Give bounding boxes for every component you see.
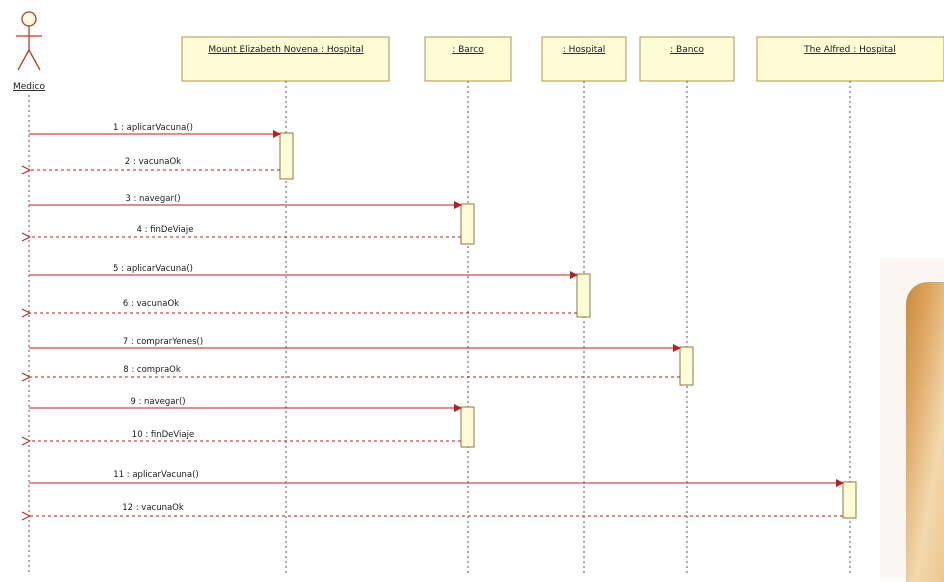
- message-label: 2 : vacunaOk: [125, 157, 181, 167]
- message-label: 3 : navegar(): [125, 194, 180, 204]
- participant-label: The Alfred : Hospital: [803, 45, 896, 55]
- message-label: 1 : aplicarVacuna(): [113, 123, 193, 133]
- participant-mount-elizabeth[interactable]: Mount Elizabeth Novena : Hospital: [181, 36, 390, 82]
- message-3[interactable]: 3 : navegar(): [29, 194, 462, 209]
- message-1[interactable]: 1 : aplicarVacuna(): [29, 123, 281, 138]
- actor-medico[interactable]: Medico: [13, 11, 45, 92]
- message-7[interactable]: 7 : comprarYenes(): [29, 337, 681, 352]
- activation-bar: [279, 132, 294, 180]
- message-9[interactable]: 9 : navegar(): [29, 397, 462, 412]
- cropped-photo: [880, 258, 944, 582]
- message-12[interactable]: 12 : vacunaOk: [30, 503, 843, 516]
- message-label: 12 : vacunaOk: [122, 503, 184, 513]
- message-11[interactable]: 11 : aplicarVacuna(): [29, 470, 844, 487]
- participant-label: : Hospital: [563, 45, 606, 55]
- message-4[interactable]: 4 : finDeViaje: [30, 225, 461, 237]
- participant-label: : Banco: [670, 45, 704, 55]
- activation-bar: [576, 273, 591, 318]
- message-label: 6 : vacunaOk: [123, 299, 179, 309]
- participant-barco[interactable]: : Barco: [424, 36, 512, 82]
- participant-label: : Barco: [452, 45, 484, 55]
- message-label: 10 : finDeViaje: [132, 430, 194, 440]
- actor-label: Medico: [13, 82, 45, 92]
- participant-the-alfred[interactable]: The Alfred : Hospital: [756, 36, 944, 82]
- message-label: 4 : finDeViaje: [137, 225, 194, 235]
- message-label: 7 : comprarYenes(): [123, 337, 203, 347]
- message-5[interactable]: 5 : aplicarVacuna(): [29, 264, 578, 279]
- activation-bar: [842, 481, 857, 519]
- message-label: 8 : compraOk: [123, 365, 181, 375]
- activation-bar: [679, 346, 694, 386]
- message-10[interactable]: 10 : finDeViaje: [30, 430, 461, 441]
- activation-bar: [460, 203, 475, 245]
- message-2[interactable]: 2 : vacunaOk: [30, 157, 280, 170]
- message-6[interactable]: 6 : vacunaOk: [30, 299, 577, 313]
- bread-photo-fragment: [906, 282, 944, 582]
- participant-banco[interactable]: : Banco: [639, 36, 735, 82]
- message-8[interactable]: 8 : compraOk: [30, 365, 680, 377]
- participant-label: Mount Elizabeth Novena : Hospital: [208, 45, 363, 55]
- actor-stick-figure-icon: [16, 11, 42, 71]
- activation-bar: [460, 406, 475, 448]
- participant-hospital[interactable]: : Hospital: [541, 36, 627, 82]
- message-label: 5 : aplicarVacuna(): [113, 264, 193, 274]
- message-label: 9 : navegar(): [130, 397, 185, 407]
- message-label: 11 : aplicarVacuna(): [113, 470, 198, 480]
